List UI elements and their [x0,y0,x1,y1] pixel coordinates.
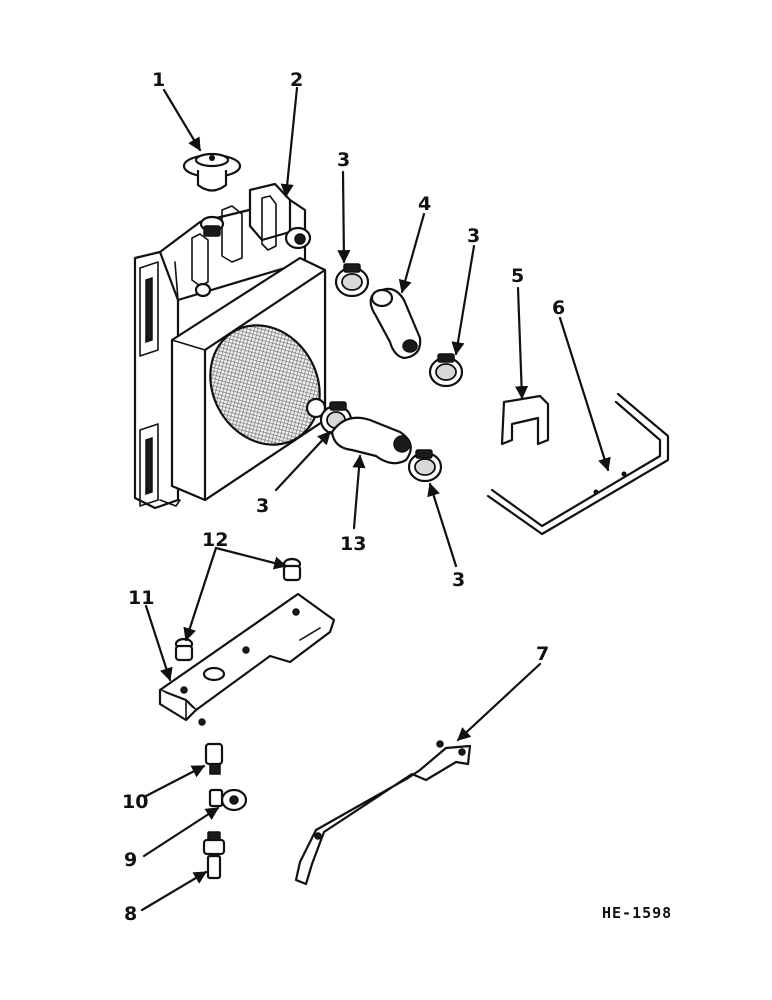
callout-10: 10 [122,791,148,813]
brace-7 [294,740,472,886]
figure-code: HE-1598 [602,904,672,922]
callout-3-upper-left: 3 [337,149,350,171]
callout-1: 1 [152,69,165,91]
fitting-9 [208,788,248,812]
callout-9: 9 [124,849,137,871]
stud-12-upper [282,557,302,582]
upper-hose [369,287,422,360]
callout-3-lower-right: 3 [452,569,465,591]
callout-12: 12 [202,529,228,551]
spacer-10 [204,742,224,775]
hose-clamp-upper-right [428,353,464,388]
callout-8: 8 [124,903,137,925]
hose-clamp-upper-left [334,263,370,298]
callout-13: 13 [340,533,366,555]
callout-6: 6 [552,297,565,319]
callout-labels: 1 2 3 3 3 3 4 5 6 7 8 9 10 11 12 13 HE-1… [122,69,672,925]
radiator-cap [182,152,242,192]
callout-3-upper-right: 3 [467,225,480,247]
callout-4: 4 [418,193,431,215]
callout-11: 11 [128,587,154,609]
hose-clamp-lower-right [407,449,443,483]
callout-5: 5 [511,265,524,287]
callout-3-lower-left: 3 [256,495,269,517]
leader-lines [140,86,611,912]
radiator [133,182,327,510]
callout-2: 2 [290,69,303,91]
mounting-plate-11 [158,592,336,726]
lower-hose [330,416,412,465]
callout-7: 7 [536,643,549,665]
bracket-5 [500,394,550,446]
stud-12-lower [174,637,194,662]
support-rod-6 [486,392,670,536]
drain-cock-8 [202,831,226,880]
